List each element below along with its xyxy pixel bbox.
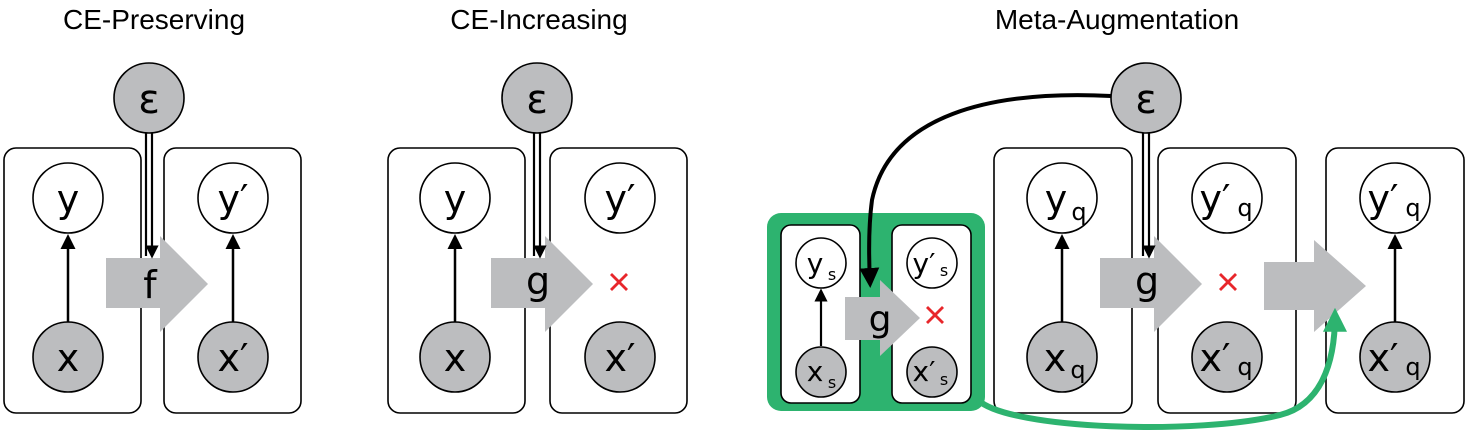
query-y-prime-node — [1191, 162, 1263, 234]
support-x-node — [795, 346, 847, 398]
x-label: x — [444, 336, 467, 380]
panel-title: CE-Increasing — [450, 4, 627, 35]
support-transform-label: g — [869, 299, 892, 340]
y-prime-node — [197, 162, 269, 234]
result-y-prime-node — [1359, 162, 1431, 234]
support-y-node — [795, 237, 847, 289]
query-cross-icon — [1219, 273, 1237, 291]
query-to-result-arrow — [1264, 240, 1366, 332]
query-transform-label: g — [1135, 259, 1159, 303]
support-x-label: x — [807, 355, 824, 388]
transform-label: g — [526, 259, 550, 303]
support-x-subscript: s — [828, 373, 836, 392]
transform-arrow — [491, 236, 593, 332]
x-prime-node — [584, 321, 656, 393]
y-label: y — [444, 177, 467, 221]
panel-title: CE-Preserving — [63, 4, 245, 35]
query-x-subscript: q — [1070, 356, 1085, 384]
epsilon-label: ε — [138, 77, 160, 123]
epsilon-node — [1110, 62, 1182, 134]
epsilon-node — [501, 62, 573, 134]
query-x-prime-label: x′ — [1199, 336, 1230, 380]
cross-icon — [610, 273, 628, 291]
transform-arrow — [106, 236, 208, 332]
y-node — [419, 162, 491, 234]
y-prime-label: y′ — [217, 177, 248, 221]
epsilon-node — [113, 62, 185, 134]
y-node — [32, 162, 104, 234]
query-y-node — [1026, 162, 1098, 234]
epsilon-label: ε — [1135, 77, 1157, 123]
support-y-subscript: s — [828, 265, 836, 284]
y-prime-label: y′ — [604, 177, 635, 221]
support-to-result-arrow — [975, 307, 1347, 430]
panel-ce-preserving: CE-Preserving ε y x y′ x′ f — [3, 4, 302, 414]
y-label: y — [57, 177, 80, 221]
result-y-prime-subscript: q — [1405, 194, 1420, 222]
query-x-label: x — [1044, 336, 1067, 380]
panel-ce-increasing: CE-Increasing ε y x y′ x′ g — [387, 4, 688, 414]
result-x-prime-label: x′ — [1367, 336, 1398, 380]
query-transform-arrow — [1100, 236, 1202, 332]
query-y-subscript: q — [1071, 198, 1086, 226]
x-prime-label: x′ — [604, 336, 635, 380]
support-y-label: y — [807, 247, 824, 280]
x-prime-label: x′ — [217, 336, 248, 380]
panel-title: Meta-Augmentation — [995, 4, 1239, 35]
query-x-prime-subscript: q — [1237, 353, 1252, 381]
support-y-prime-subscript: s — [940, 261, 948, 280]
x-label: x — [57, 336, 80, 380]
support-x-prime-label: x′ — [913, 355, 936, 388]
epsilon-label: ε — [526, 77, 548, 123]
result-x-prime-subscript: q — [1405, 353, 1420, 381]
support-cross-icon — [926, 306, 944, 324]
result-y-prime-label: y′ — [1367, 177, 1398, 221]
query-x-prime-node — [1191, 321, 1263, 393]
support-x-prime-subscript: s — [940, 370, 948, 389]
y-prime-node — [584, 162, 656, 234]
query-y-label: y — [1045, 177, 1068, 221]
query-y-prime-subscript: q — [1237, 194, 1252, 222]
panel-meta-augmentation: Meta-Augmentation y s x s y′ s x′ s g ε — [767, 4, 1465, 430]
transform-label: f — [143, 263, 158, 307]
support-transform-arrow — [845, 280, 920, 356]
query-y-prime-label: y′ — [1199, 177, 1230, 221]
support-x-prime-node — [906, 346, 958, 398]
epsilon-to-support-arrow — [859, 93, 1112, 288]
support-y-prime-label: y′ — [913, 247, 936, 280]
support-y-prime-node — [906, 237, 958, 289]
